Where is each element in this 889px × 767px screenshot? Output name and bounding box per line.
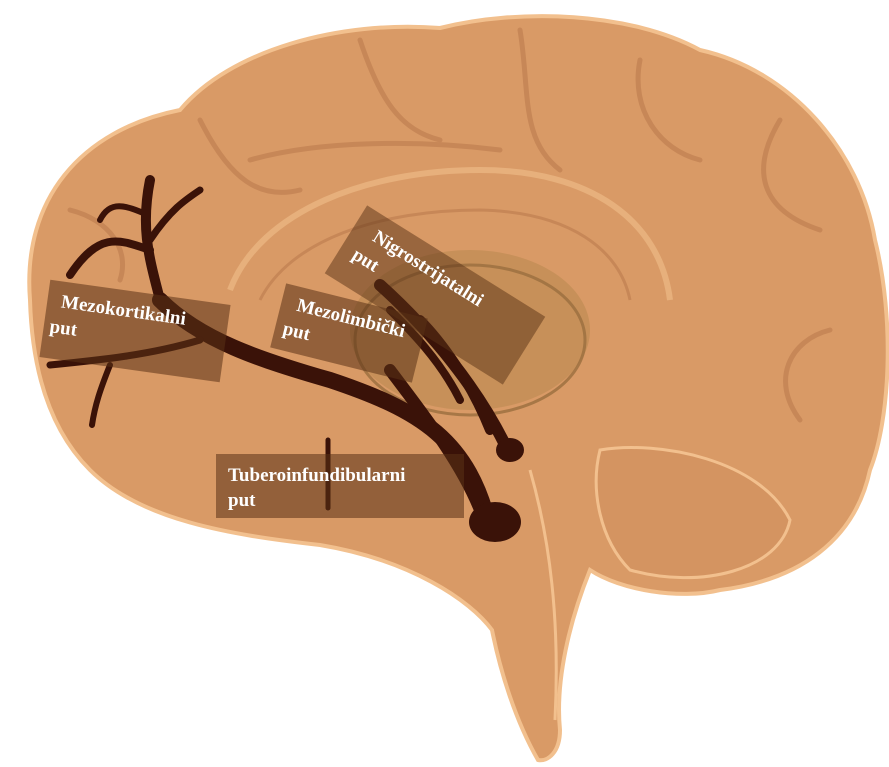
ventral-tegmental-area: [469, 502, 521, 542]
label-mesocortical-line2: put: [48, 316, 79, 341]
label-tuberoinfundibular: Tuberoinfundibularni put: [216, 454, 464, 518]
substantia-nigra: [496, 438, 524, 462]
brain: [29, 16, 887, 760]
label-tuberoinfundibular-line1: Tuberoinfundibularni: [228, 465, 405, 486]
label-tuberoinfundibular-line2: put: [228, 490, 256, 511]
